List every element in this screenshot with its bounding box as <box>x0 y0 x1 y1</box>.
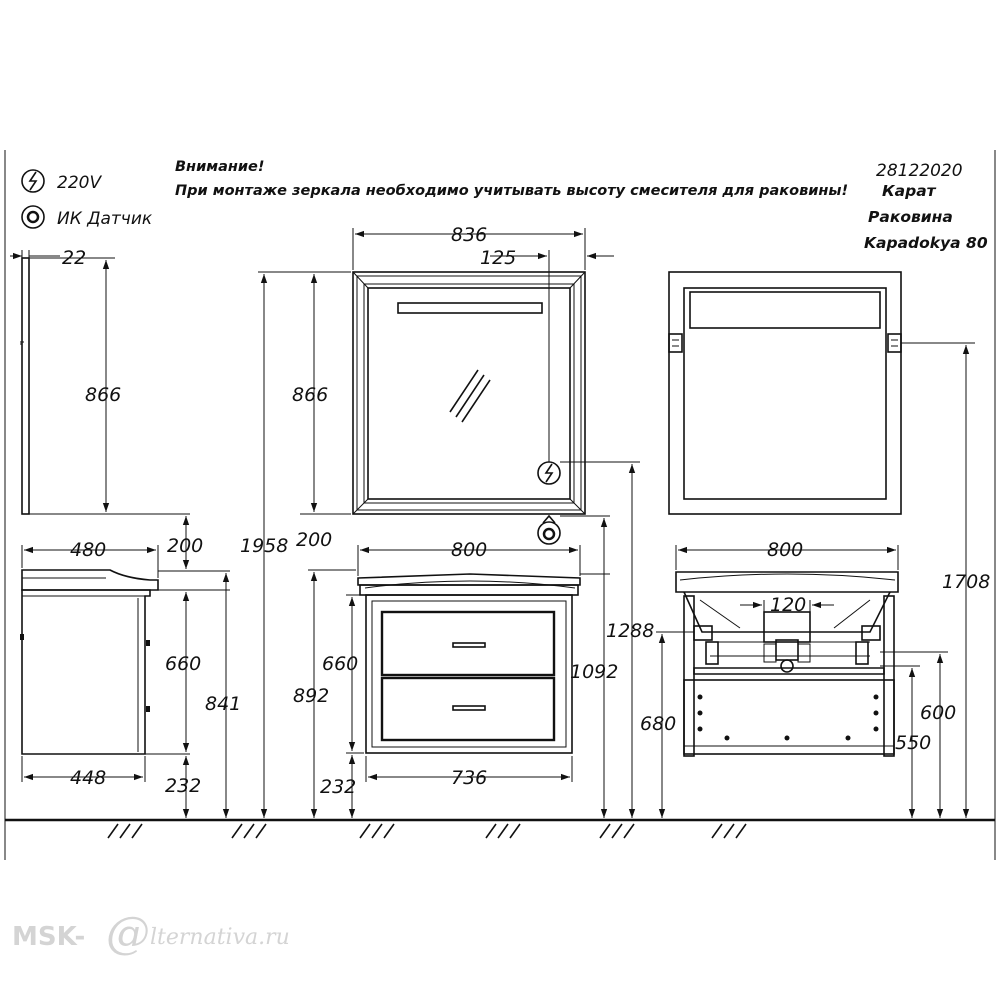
front-view-vanity <box>308 518 610 818</box>
mirror-glass <box>367 287 571 500</box>
rear-view-mirror <box>668 271 975 818</box>
side-view-vanity <box>20 341 230 818</box>
legend-sensor: ИК Датчик <box>21 205 153 229</box>
warning-text: При монтаже зеркала необходимо учитывать… <box>175 183 848 199</box>
watermark-logo-letter: @ <box>106 908 150 959</box>
rear-view-vanity <box>656 545 948 818</box>
floor-line <box>5 818 995 839</box>
bracket-left <box>693 625 713 641</box>
mirror-outer-frame <box>352 271 586 515</box>
siphon-outlet <box>763 611 811 643</box>
dim-rear-height-680: 680 <box>640 713 676 735</box>
dim-siphon-width: 120 <box>770 594 806 616</box>
dim-sink-depth: 480 <box>70 539 106 561</box>
dim-socket-height: 1288 <box>606 620 654 642</box>
mirror-rear-frame <box>668 271 902 515</box>
dim-gap-front: 200 <box>296 529 332 551</box>
sink-front <box>357 573 581 586</box>
floor-hatch <box>107 823 747 839</box>
cabinet-rear <box>683 679 895 755</box>
dim-front-total-height: 892 <box>293 685 329 707</box>
mirror-side-profile <box>21 257 30 515</box>
mirror-led-strip <box>397 302 543 314</box>
sink-bowl-underside <box>683 591 891 633</box>
dim-front-cabinet-height: 660 <box>322 653 358 675</box>
power-symbol-icon <box>21 169 45 193</box>
front-view-mirror <box>258 228 640 818</box>
sink-label: Раковина <box>868 208 953 226</box>
drawer-handle-lower <box>452 705 486 711</box>
dim-side-total-height: 841 <box>205 693 241 715</box>
dim-front-sink-width: 800 <box>451 539 487 561</box>
watermark-brand: MSK- <box>12 922 85 952</box>
dim-mirror-side-height: 866 <box>85 384 121 406</box>
product-series: Карат <box>882 182 937 200</box>
ir-sensor-icon <box>21 205 45 229</box>
dim-cabinet-depth: 448 <box>70 767 106 789</box>
drawer-handle-upper <box>452 642 486 648</box>
drain-hole-icon <box>780 659 794 673</box>
dim-rear-height-600: 600 <box>920 702 956 724</box>
sink-rear <box>675 571 899 593</box>
bracket-right <box>861 625 881 641</box>
mirror-rear-led <box>689 291 881 329</box>
sink-model: Kapadokya 80 <box>864 234 988 252</box>
mounting-holes <box>697 694 879 741</box>
dim-front-cabinet-width: 736 <box>451 767 487 789</box>
dim-side-cabinet-height: 660 <box>165 653 201 675</box>
watermark-domain: lternativa.ru <box>150 925 290 950</box>
ir-sensor-mirror-icon <box>537 521 561 545</box>
dim-front-floor-gap: 232 <box>320 776 356 798</box>
dim-mirror-front-height: 866 <box>292 384 328 406</box>
product-code: 28122020 <box>876 161 963 181</box>
dim-overall-height: 1958 <box>240 535 288 557</box>
sink-side-profile <box>21 569 159 591</box>
side-view-mirror <box>10 250 190 515</box>
glass-reflection-marks <box>449 369 491 423</box>
dim-rear-height-550: 550 <box>895 732 931 754</box>
dim-rear-sink-width: 800 <box>767 539 803 561</box>
dim-mirror-depth: 22 <box>62 247 86 269</box>
lightning-icon <box>28 171 38 191</box>
drawer-upper <box>380 610 556 677</box>
mirror-bracket-right <box>887 333 902 353</box>
warning-title: Внимание! <box>175 159 265 175</box>
power-label: 220V <box>57 173 102 193</box>
watermark: MSK- @ lternativa.ru <box>12 908 290 959</box>
mirror-bracket-left <box>668 333 683 353</box>
dim-gap-side: 200 <box>167 535 203 557</box>
cabinet-side-profile <box>21 589 151 755</box>
dim-side-floor-gap: 232 <box>165 775 201 797</box>
sensor-label: ИК Датчик <box>57 209 153 229</box>
dim-socket-offset: 125 <box>480 247 516 269</box>
dim-rear-mount-height: 1708 <box>942 571 990 593</box>
dim-sink-top-height: 1092 <box>570 661 618 683</box>
dim-mirror-width: 836 <box>451 224 487 246</box>
drawer-lower <box>380 676 556 742</box>
legend-power: 220V <box>21 169 102 193</box>
